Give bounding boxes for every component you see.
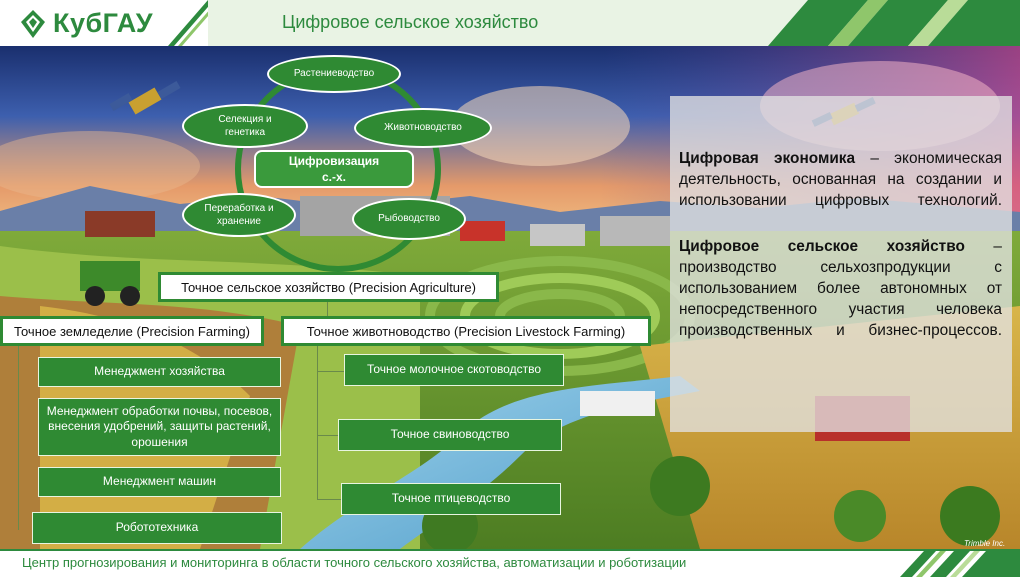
tree-root-label: Точное сельское хозяйство (Precision Agr… [181, 279, 476, 295]
page-title: Цифровое сельское хозяйство [282, 12, 539, 32]
connector-livestock-1 [317, 371, 344, 372]
connector-livestock-2 [317, 435, 338, 436]
cycle-item-selection-genetics: Селекция и генетика [182, 104, 308, 148]
tree-node-precision-farming: Точное земледелие (Precision Farming) [0, 316, 264, 346]
header-banner-shape [168, 0, 1020, 46]
livestock-item-poultry: Точное птицеводство [341, 483, 561, 515]
tree-root-precision-agriculture: Точное сельское хозяйство (Precision Agr… [158, 272, 499, 302]
farming-item-robotics: Робототехника [32, 512, 282, 544]
precision-farming-label: Точное земледелие (Precision Farming) [14, 323, 250, 339]
digital-economy-text: – экономическая деятельность, основанная… [679, 150, 1002, 209]
connector-livestock-3 [317, 499, 341, 500]
cycle-center-digitalization: Цифровизация с.-х. [254, 150, 414, 188]
farming-item-machine-management: Менеджмент машин [38, 467, 281, 497]
header: КубГАУ Цифровое сельское хозяйство [0, 0, 1020, 46]
connector-livestock-vertical [317, 345, 318, 500]
footer: Центр прогнозирования и мониторинга в об… [0, 549, 1020, 577]
livestock-item-dairy: Точное молочное скотоводство [344, 354, 564, 386]
footer-stripe-shape [0, 549, 1020, 577]
tree-node-precision-livestock: Точное животноводство (Precision Livesto… [281, 316, 651, 346]
digital-agriculture-text: – производство сельхозпродукции с исполь… [679, 238, 1002, 339]
livestock-item-pig: Точное свиноводство [338, 419, 562, 451]
farming-item-soil-crop-management: Менеджмент обработки почвы, посевов, вне… [38, 398, 281, 456]
definitions-panel: Цифровая экономика – экономическая деяте… [670, 96, 1012, 432]
digital-agriculture-term: Цифровое сельское хозяйство [679, 238, 965, 256]
image-credit: Trimble Inc. [964, 539, 1006, 548]
kubgau-leaf-logo-icon [21, 10, 45, 38]
connector-root-down [327, 301, 328, 317]
farming-item-farm-management: Менеджмент хозяйства [38, 357, 281, 387]
footer-text: Центр прогнозирования и мониторинга в об… [22, 555, 687, 570]
cycle-item-livestock: Животноводство [354, 108, 492, 148]
logo-text: КубГАУ [53, 8, 154, 38]
connector-farming-vertical [18, 345, 19, 530]
cycle-item-fish-farming: Рыбоводство [352, 198, 466, 240]
digital-agriculture-definition: Цифровое сельское хозяйство – производст… [670, 237, 1012, 341]
digital-economy-definition: Цифровая экономика – экономическая деяте… [670, 149, 1012, 211]
digital-economy-term: Цифровая экономика [679, 150, 856, 167]
cycle-item-processing-storage: Переработка и хранение [182, 193, 296, 237]
cycle-item-crop-production: Растениеводство [267, 55, 401, 93]
precision-livestock-label: Точное животноводство (Precision Livesto… [306, 323, 626, 339]
